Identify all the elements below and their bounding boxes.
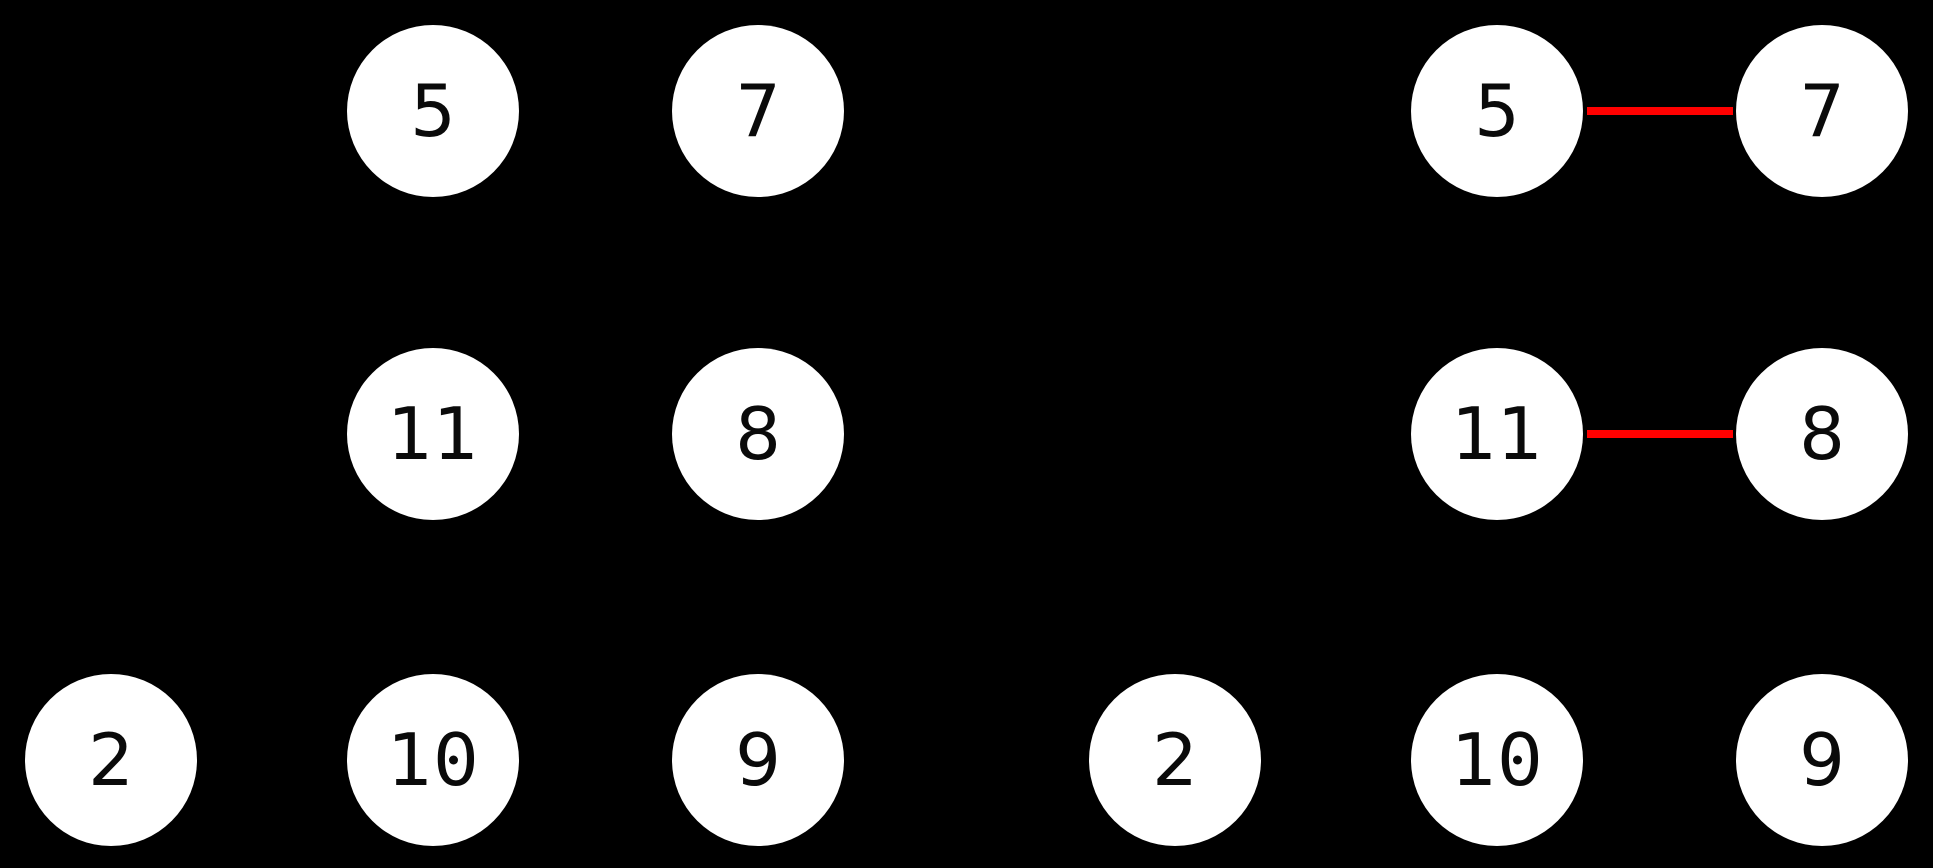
graph-node-label: 10 [1451,718,1543,802]
graph-node-label: 2 [1152,718,1198,802]
graph-node[interactable]: 9 [1736,674,1908,846]
graph-node[interactable]: 10 [1411,674,1583,846]
graph-node-label: 7 [735,69,781,153]
graph-node[interactable]: 2 [25,674,197,846]
graph-node[interactable]: 10 [347,674,519,846]
graph-node[interactable]: 11 [1411,348,1583,520]
graph-node[interactable]: 7 [672,25,844,197]
graph-node[interactable]: 7 [1736,25,1908,197]
graph-node-label: 9 [1799,718,1845,802]
graph-node-label: 9 [735,718,781,802]
graph-node[interactable]: 5 [347,25,519,197]
graph-node-label: 8 [1799,392,1845,476]
graph-node-label: 11 [1451,392,1543,476]
edges-group [1587,107,1733,438]
graph-node-label: 8 [735,392,781,476]
graph-node-label: 11 [387,392,479,476]
graph-node[interactable]: 9 [672,674,844,846]
graph-node-label: 5 [1474,69,1520,153]
graph-node[interactable]: 8 [1736,348,1908,520]
graph-node-label: 10 [387,718,479,802]
graph-node[interactable]: 8 [672,348,844,520]
graph-node-label: 2 [88,718,134,802]
graph-node-label: 5 [410,69,456,153]
graph-node[interactable]: 5 [1411,25,1583,197]
graph-node[interactable]: 11 [347,348,519,520]
graph-node-label: 7 [1799,69,1845,153]
graph-node[interactable]: 2 [1089,674,1261,846]
